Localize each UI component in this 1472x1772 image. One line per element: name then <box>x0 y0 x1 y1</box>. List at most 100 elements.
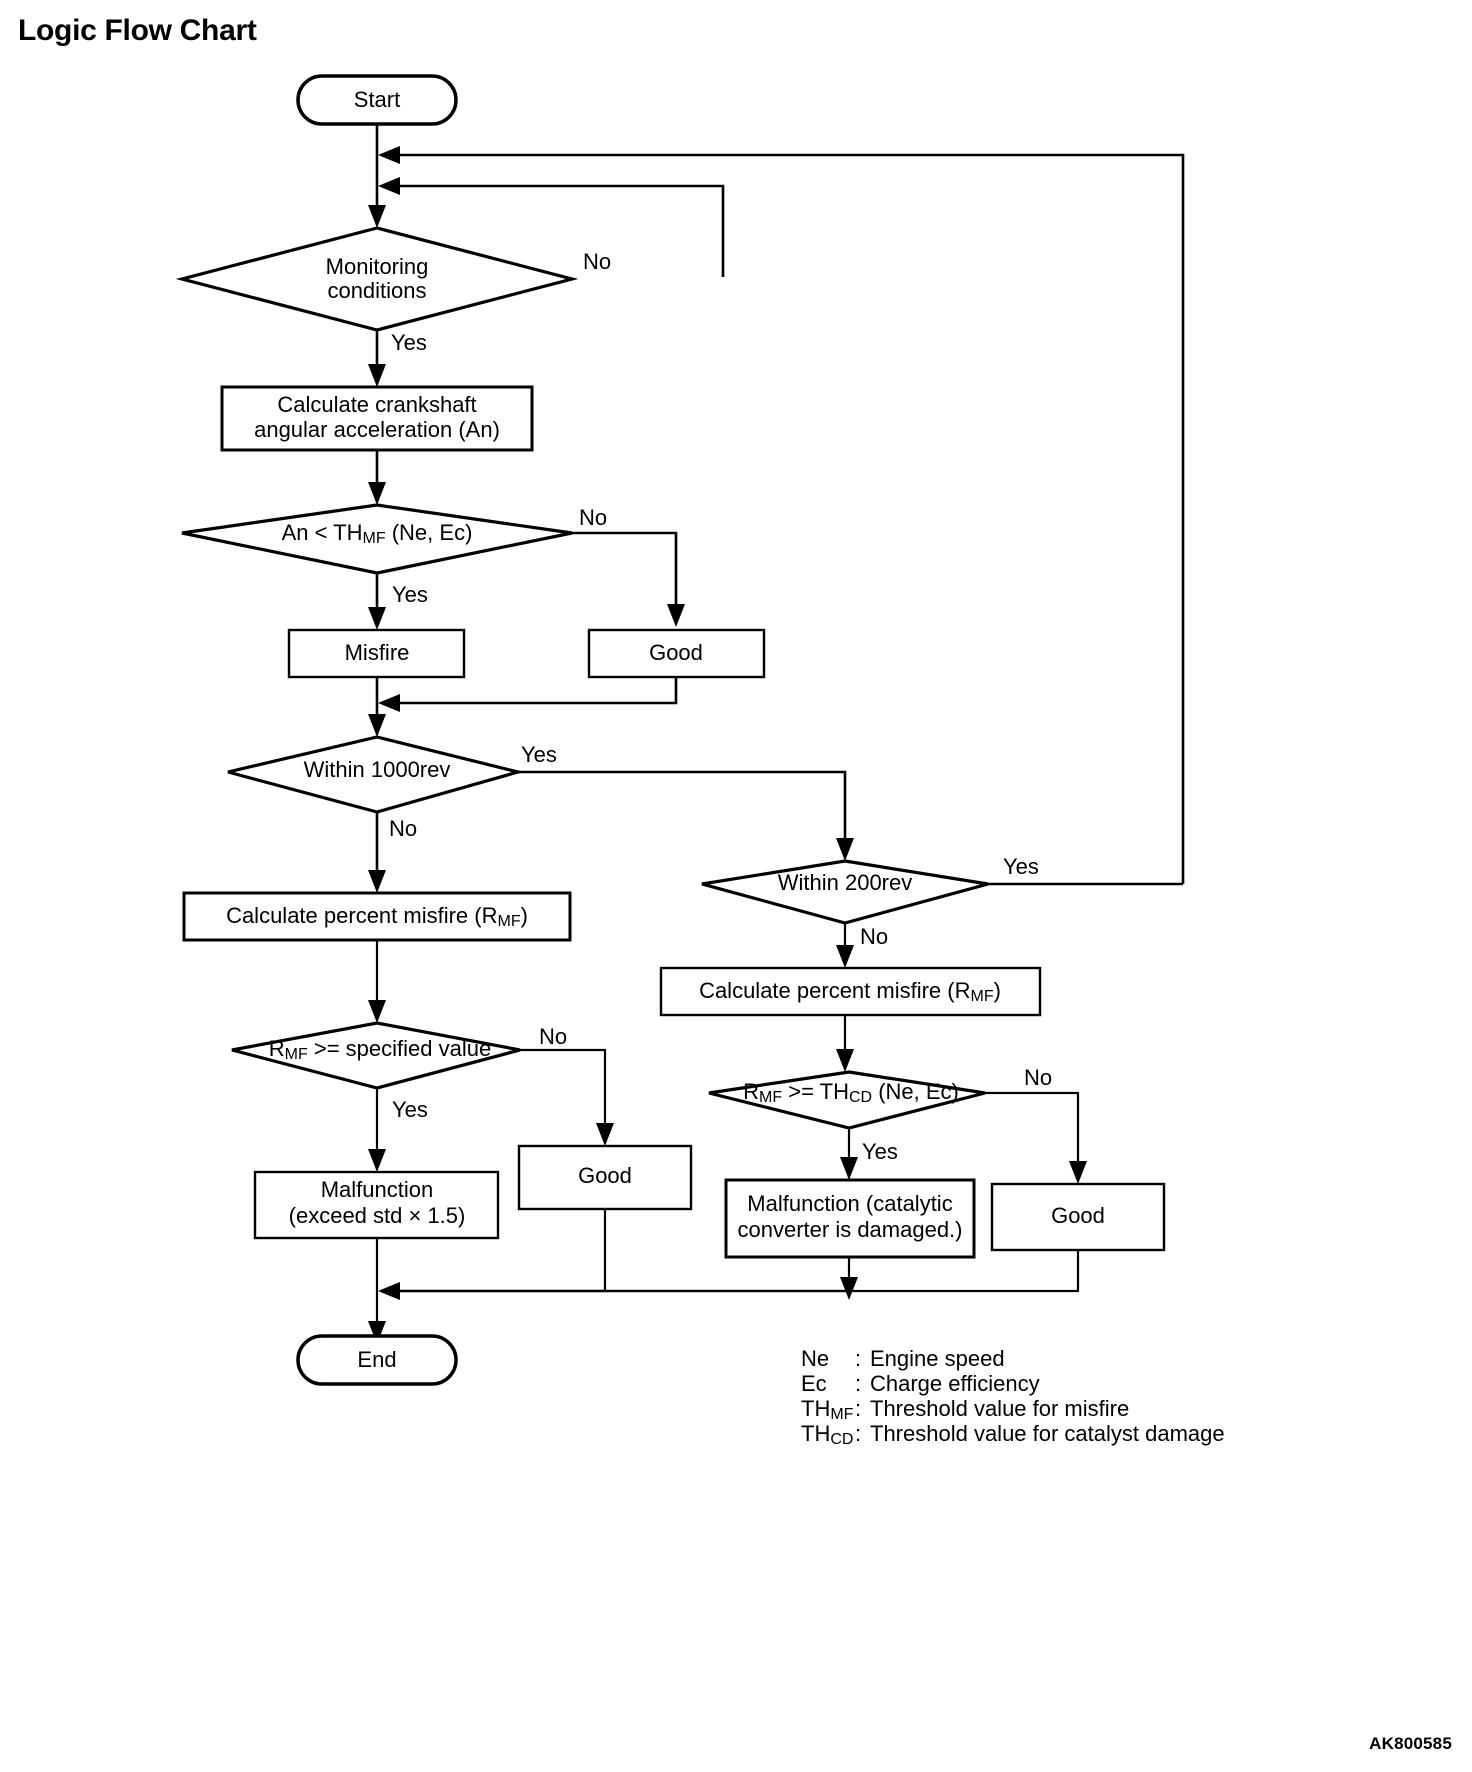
node-calculate-crankshaft[interactable]: Calculate crankshaft angular acceleratio… <box>220 385 534 452</box>
good-3-label: Good <box>1051 1203 1105 1228</box>
start-shape <box>296 74 458 126</box>
node-calculate-percent-misfire-left[interactable]: Calculate percent misfire (RMF) <box>182 891 572 942</box>
node-malfunction-catalytic[interactable]: Malfunction (catalytic converter is dama… <box>724 1178 976 1259</box>
good-2-shape <box>517 1144 693 1211</box>
within-1000rev-shape <box>227 735 525 814</box>
legend-separator-0: : <box>855 1346 861 1371</box>
node-malfunction-exceed-std[interactable]: Malfunction (exceed std × 1.5) <box>253 1170 500 1240</box>
legend-separator-1: : <box>855 1371 861 1396</box>
arrowhead-an-yes-to-misfire <box>368 607 386 630</box>
node-good-2[interactable]: Good <box>517 1144 693 1211</box>
within-200rev-label: Within 200rev <box>778 870 913 895</box>
legend-value-0: Engine speed <box>870 1346 1005 1371</box>
legend-key-0: Ne <box>801 1346 829 1371</box>
calculate-crankshaft-shape <box>220 385 534 452</box>
malfunction-catalytic-shape <box>724 1178 976 1259</box>
good-2-label: Good <box>578 1163 632 1188</box>
arrowhead-good1-join <box>378 694 400 712</box>
calculate-percent-misfire-left-shape <box>182 891 572 942</box>
edge-label-rev1000-no: No <box>389 816 417 841</box>
node-within-1000rev[interactable]: Within 1000rev <box>227 735 525 814</box>
node-end[interactable]: End <box>296 1334 458 1386</box>
monitoring-conditions-shape <box>175 226 579 332</box>
edge-rmfspec-no <box>520 1048 607 1130</box>
edge-label-rmfspec-no: No <box>539 1024 567 1049</box>
good-3-shape <box>990 1182 1166 1252</box>
edge-label-rmfthcd-no: No <box>1024 1065 1052 1090</box>
edge-an-no-to-good <box>572 531 678 612</box>
arrowhead-rev200-no <box>836 945 854 968</box>
calculate-crankshaft-label-line1: Calculate crankshaft <box>277 392 476 417</box>
monitoring-conditions-label-line1: Monitoring <box>326 254 429 279</box>
rmf-specified-value-shape <box>231 1021 521 1090</box>
misfire-shape <box>287 628 466 679</box>
arrowhead-malfstd-to-end <box>368 1321 386 1344</box>
arrowhead-rev1000-no <box>368 870 386 893</box>
connectors <box>368 124 1185 1344</box>
edge-label-rmfspec-yes: Yes <box>392 1097 428 1122</box>
edge-label-monitoring-yes: Yes <box>391 330 427 355</box>
arrowhead-calcrmf-right-down <box>836 1049 854 1072</box>
rmf-specified-value-label: RMF >= specified value <box>269 1036 491 1063</box>
arrowhead-calc-an-to-compare <box>368 482 386 505</box>
node-calculate-percent-misfire-right[interactable]: Calculate percent misfire (RMF) <box>659 966 1042 1017</box>
node-good-3[interactable]: Good <box>990 1182 1166 1252</box>
arrowhead-monitoring-yes <box>368 364 386 387</box>
arrowhead-rev1000-yes <box>836 838 854 861</box>
page-title: Logic Flow Chart <box>18 14 257 47</box>
arrowhead-rmfspec-yes <box>368 1149 386 1172</box>
node-an-threshold-decision[interactable]: An < THMF (Ne, Ec) <box>181 503 573 575</box>
edge-good1-join <box>392 677 678 705</box>
edge-malfcat-join <box>392 1257 851 1293</box>
node-monitoring-conditions[interactable]: Monitoring conditions <box>175 226 579 332</box>
calculate-crankshaft-label-line2: angular acceleration (An) <box>254 417 500 442</box>
arrowhead-rmfthcd-yes <box>840 1157 858 1180</box>
arrowhead-calcrmf-left-down <box>368 1000 386 1023</box>
monitoring-conditions-label-line2: conditions <box>327 278 426 303</box>
legend-value-3: Threshold value for catalyst damage <box>870 1421 1225 1446</box>
misfire-label: Misfire <box>345 640 410 665</box>
legend-key-1: Ec <box>801 1371 827 1396</box>
arrowhead-an-no-to-good <box>667 604 685 627</box>
edge-label-monitoring-no: No <box>583 249 611 274</box>
arrowhead-good2-join <box>378 1282 400 1300</box>
an-threshold-shape <box>181 503 573 575</box>
legend-separator-2: : <box>855 1396 861 1421</box>
edge-rmfthcd-no <box>985 1091 1080 1168</box>
arrowhead-malfcat-down <box>840 1277 858 1300</box>
node-rmf-specified-value[interactable]: RMF >= specified value <box>231 1021 521 1090</box>
malfunction-exceed-std-label-line2: (exceed std × 1.5) <box>289 1203 466 1228</box>
node-misfire[interactable]: Misfire <box>287 628 466 679</box>
arrowhead-misfire-down <box>368 714 386 737</box>
calculate-percent-misfire-right-label: Calculate percent misfire (RMF) <box>699 978 1001 1005</box>
malfunction-exceed-std-label-line1: Malfunction <box>321 1177 434 1202</box>
end-shape <box>296 1334 458 1386</box>
edge-rev200-yes-feedback <box>392 153 1185 884</box>
edge-label-rmfthcd-yes: Yes <box>862 1139 898 1164</box>
calculate-percent-misfire-right-shape <box>659 966 1042 1017</box>
legend-value-2: Threshold value for misfire <box>870 1396 1129 1421</box>
arrowhead-rmfthcd-no <box>1069 1161 1087 1184</box>
rmf-thcd-shape <box>708 1070 986 1130</box>
malfunction-exceed-std-shape <box>253 1170 500 1240</box>
start-label: Start <box>354 87 400 112</box>
edge-label-rev1000-yes: Yes <box>521 742 557 767</box>
legend: Ne : Engine speed Ec : Charge efficiency… <box>801 1346 1225 1448</box>
node-within-200rev[interactable]: Within 200rev <box>701 859 989 925</box>
edge-good3-join <box>392 1250 1080 1293</box>
good-1-shape <box>587 628 766 679</box>
legend-separator-3: : <box>855 1421 861 1446</box>
calculate-percent-misfire-left-label: Calculate percent misfire (RMF) <box>226 903 528 930</box>
malfunction-catalytic-label-line1: Malfunction (catalytic <box>747 1191 952 1216</box>
node-good-1[interactable]: Good <box>587 628 766 679</box>
edge-label-rev200-no: No <box>860 924 888 949</box>
legend-value-1: Charge efficiency <box>870 1371 1040 1396</box>
within-1000rev-label: Within 1000rev <box>304 757 451 782</box>
node-start[interactable]: Start <box>296 74 458 126</box>
arrowhead-start-to-monitoring <box>368 205 386 228</box>
legend-key-3: THCD <box>801 1421 853 1448</box>
edge-monitoring-no-feedback <box>392 184 725 277</box>
node-rmf-thcd[interactable]: RMF >= THCD (Ne, Ec) <box>708 1070 986 1130</box>
edge-label-an-no: No <box>579 505 607 530</box>
